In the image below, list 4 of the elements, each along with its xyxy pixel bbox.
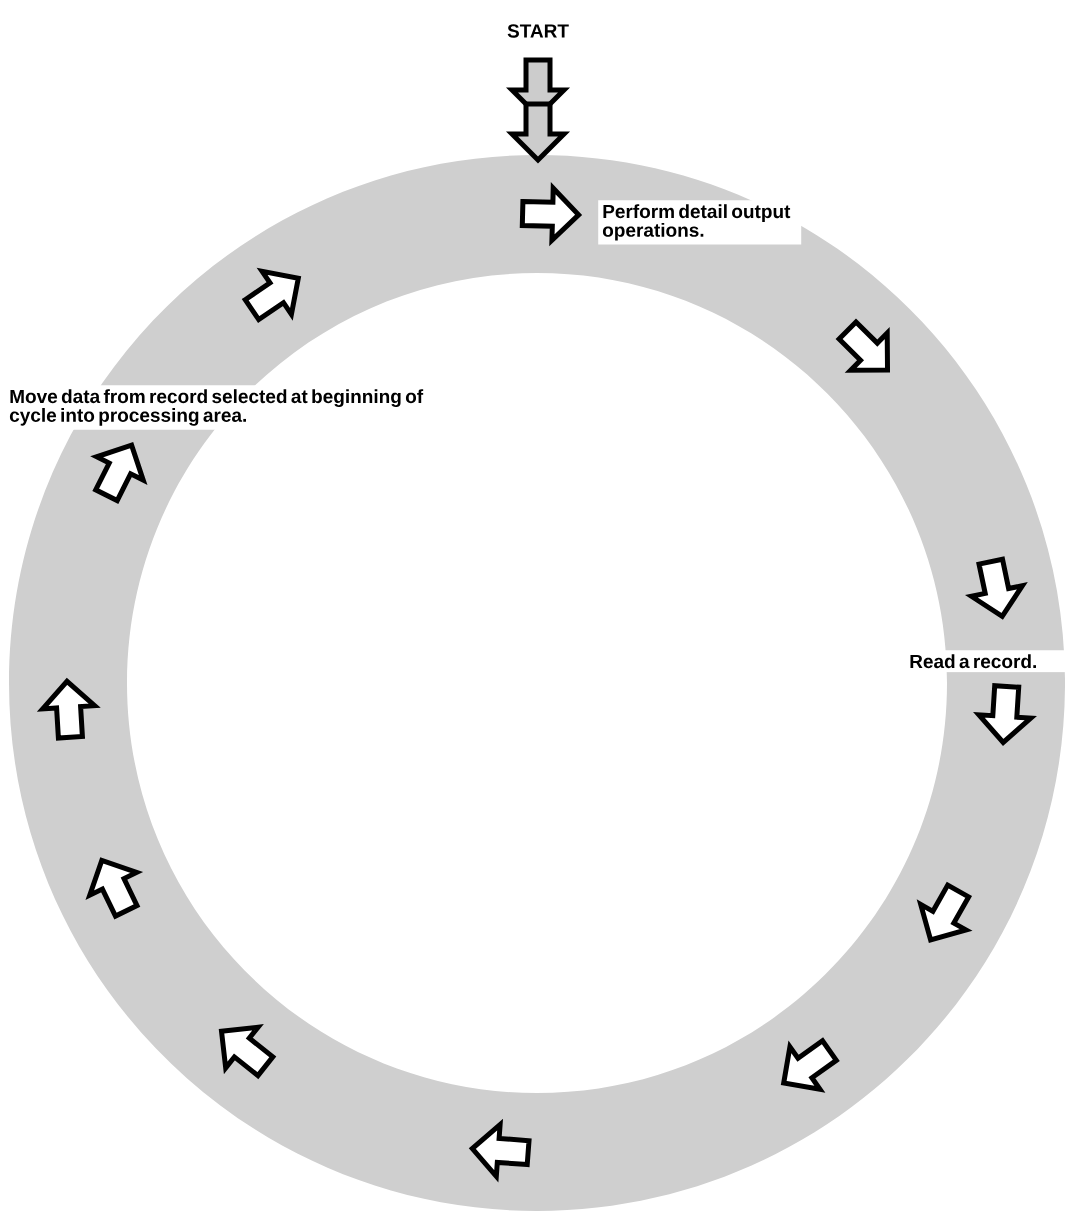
start-label: START [503, 20, 573, 42]
step-label: Move data from record selected at beginning of cycle into processing area. [5, 385, 434, 430]
step-label: Read a record. [905, 650, 1065, 673]
step-label: Perform detail output operations. [598, 200, 802, 245]
